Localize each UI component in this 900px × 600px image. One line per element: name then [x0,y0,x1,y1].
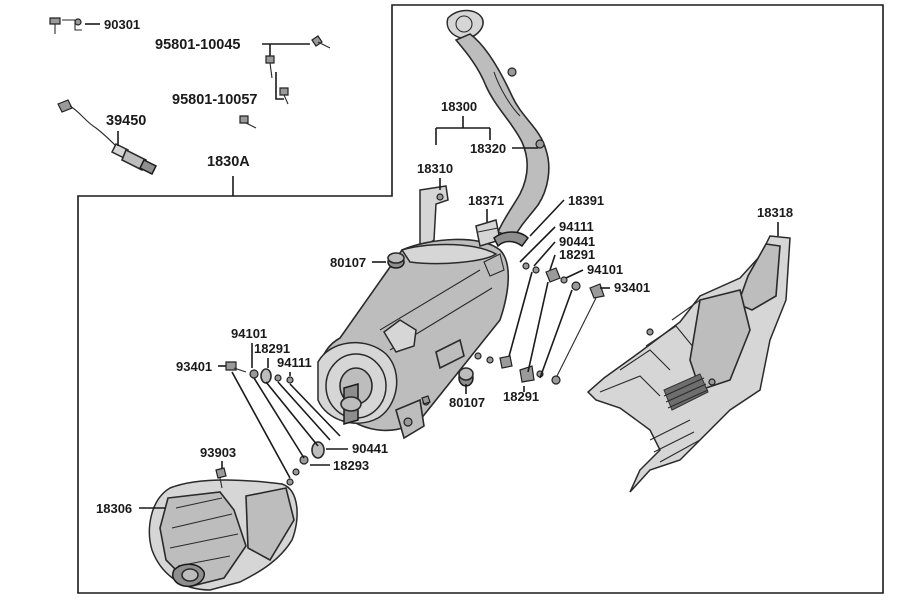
hose-clip-90301[interactable] [49,17,82,34]
assembly-frame [77,4,884,594]
label-1830A: 1830A [207,154,250,170]
clamp-18391[interactable] [483,231,529,277]
label-39450: 39450 [106,113,146,129]
label-90441-left: 90441 [352,441,388,456]
rubber-damper-80107-top[interactable] [387,252,405,269]
label-18310: 18310 [417,161,453,176]
fasteners-middle[interactable] [458,352,513,387]
bolt-95801-10045[interactable] [265,35,331,79]
o2-sensor-39450[interactable] [57,99,158,176]
fasteners-left[interactable] [225,361,325,486]
label-90301: 90301 [104,17,140,32]
muffler-body-18310[interactable] [317,185,510,440]
label-94101-top: 94101 [587,262,623,277]
label-80107-bottom: 80107 [449,395,485,410]
screw-muffler-bottom[interactable] [421,395,431,405]
label-94111-left: 94111 [277,355,312,370]
label-93401-top: 93401 [614,280,650,295]
label-18291-left: 18291 [254,341,290,356]
label-80107-top: 80107 [330,255,366,270]
label-18318: 18318 [757,205,793,220]
heat-shield-18318[interactable] [586,235,791,493]
label-18371: 18371 [468,193,504,208]
label-95801-10045: 95801-10045 [155,37,240,53]
label-90441-top: 90441 [559,234,595,249]
muffler-cover-18306[interactable] [148,479,298,591]
label-94101-left: 94101 [231,326,267,341]
label-95801-10057: 95801-10057 [172,92,257,108]
screw-93903[interactable] [215,467,227,489]
fasteners-top-right[interactable] [519,262,605,385]
bolt-95801-10057[interactable] [239,87,289,129]
label-93401-left: 93401 [176,359,212,374]
label-18291-bottom: 18291 [503,389,539,404]
label-18391: 18391 [568,193,604,208]
label-18306: 18306 [96,501,132,516]
label-94111-top: 94111 [559,219,594,234]
label-18293: 18293 [333,458,369,473]
exhaust-header-pipe-18320[interactable] [446,9,550,240]
label-18320: 18320 [470,141,506,156]
label-93903: 93903 [200,445,236,460]
label-18300: 18300 [441,99,477,114]
label-18291-top: 18291 [559,247,595,262]
